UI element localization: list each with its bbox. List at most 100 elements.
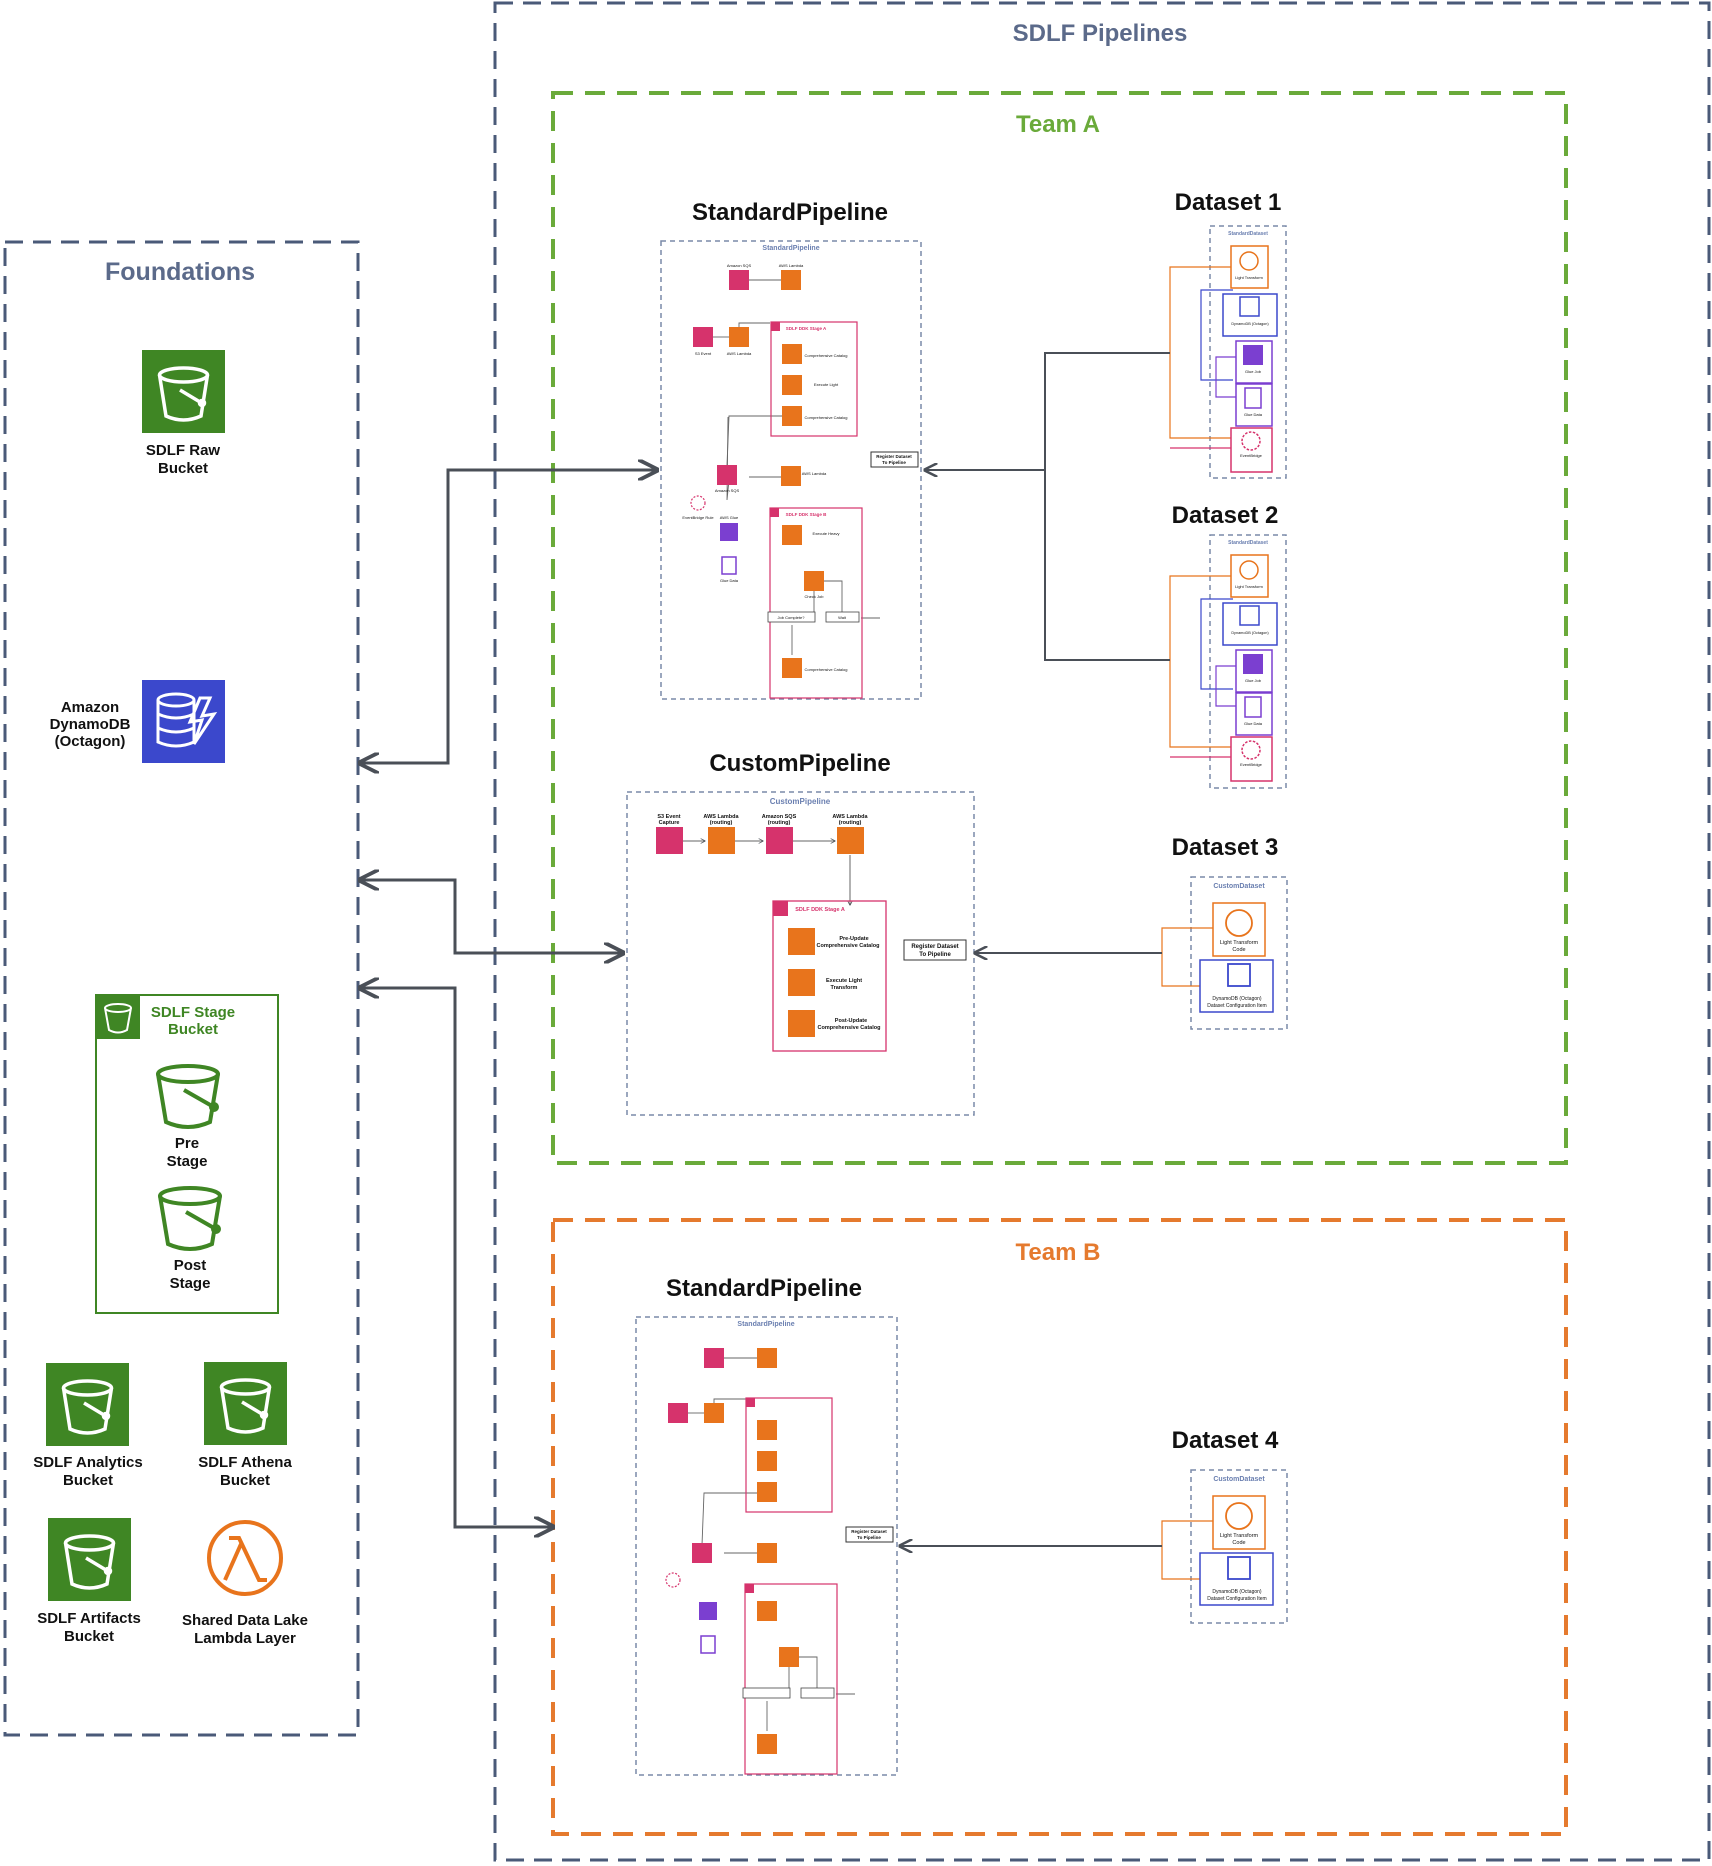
- pre-stage-label-1: Pre: [175, 1135, 199, 1152]
- analytics-bucket[interactable]: [46, 1363, 129, 1446]
- light-transform-code-box: [1230, 554, 1269, 598]
- dynamodb-item-icon: [1239, 296, 1260, 317]
- post-update-label: Comprehensive Catalog: [805, 415, 848, 420]
- glue-catalog-icon: [700, 1635, 716, 1654]
- job-complete-box: [767, 611, 816, 623]
- custom-lambda2-label-1: AWS Lambda: [832, 814, 868, 820]
- stage-b-box: [769, 507, 863, 699]
- lambda-icon: [788, 1010, 815, 1037]
- custom-s3-event-label-2: Capture: [659, 820, 680, 826]
- glue-job-label: AWS Glue: [720, 515, 739, 520]
- eventbridge-label: EventBridge Rule: [682, 515, 714, 520]
- check-status-label: Check Job: [805, 594, 825, 599]
- dynamodb-item-icon: [1227, 963, 1251, 987]
- artifacts-bucket[interactable]: [48, 1518, 131, 1601]
- glue-job-icon: [1243, 345, 1263, 365]
- lambda-icon: [708, 827, 735, 854]
- dataset-1-box-label: StandardDataset: [1228, 231, 1268, 237]
- dataset-2-title: Dataset 2: [1172, 502, 1279, 529]
- dataset-2[interactable]: Dataset 2 StandardDataset Light Transfor…: [1169, 502, 1287, 789]
- raw-bucket[interactable]: [142, 350, 225, 433]
- team-a-title: Team A: [1016, 111, 1100, 138]
- glue-catalog-icon: [721, 556, 737, 575]
- stage-bucket-group[interactable]: SDLF Stage Bucket Pre Stage Post Stage: [95, 994, 279, 1314]
- standard-pipeline-box: [660, 240, 922, 700]
- lambda-layer-label-2: Lambda Layer: [194, 1630, 296, 1647]
- foundations-group: Foundations SDLF Raw Bucket Amazon Dynam…: [3, 240, 360, 1737]
- lambda-icon: [788, 928, 815, 955]
- dynamodb-table[interactable]: [142, 680, 225, 763]
- dataset-3[interactable]: Dataset 3 CustomDataset Light Transform …: [1161, 834, 1288, 1030]
- ds1-dynamo-label: DynamoDB (Octagon): [1231, 322, 1269, 326]
- glue-job-icon: [720, 523, 738, 541]
- athena-bucket[interactable]: [204, 1362, 287, 1445]
- dataset-2-box-label: StandardDataset: [1228, 540, 1268, 546]
- team-a-standard-pipeline[interactable]: StandardPipeline StandardPipeline SDLF D…: [660, 199, 922, 700]
- job-complete-label: Job Complete?: [778, 615, 806, 620]
- dynamodb-label-2: DynamoDB: [50, 716, 131, 733]
- glue-catalog-icon: [1244, 696, 1262, 718]
- team-a-custom-pipeline[interactable]: CustomPipeline CustomPipeline S3 Event C…: [626, 750, 975, 1116]
- glue-catalog-box: [1235, 692, 1273, 736]
- ds3-light-label-2: Code: [1232, 947, 1245, 953]
- dataset-1[interactable]: Dataset 1 StandardDataset Light Transfor…: [1169, 189, 1287, 479]
- raw-bucket-label-1: SDLF Raw: [146, 442, 221, 459]
- dataset-3-box: [1190, 876, 1288, 1030]
- team-b-register-label-1: Register Dataset: [851, 1529, 887, 1534]
- ds2-glue-job-label: Glue Job: [1245, 678, 1262, 683]
- post-stage-label-1: Post: [174, 1257, 207, 1274]
- custom-lambda1-label-2: (routing): [710, 820, 733, 826]
- ds2-glue-catalog-label: Glue Data: [1244, 721, 1263, 726]
- job-complete-box: [742, 1687, 791, 1699]
- sqs-mid-label: Amazon SQS: [715, 488, 740, 493]
- lambda-icon: [1239, 560, 1259, 580]
- sqs-icon: [729, 270, 749, 290]
- lambda-icon: [804, 571, 824, 591]
- lambda-route-label: AWS Lambda: [727, 351, 752, 356]
- s3-event-label: S3 Event: [695, 351, 712, 356]
- team-b-stage-a-box: [745, 1397, 833, 1513]
- lambda-icon: [757, 1348, 777, 1368]
- lambda-layer[interactable]: [207, 1520, 283, 1596]
- athena-label-2: Bucket: [220, 1472, 270, 1489]
- team-b-pipeline-box-label: StandardPipeline: [737, 1321, 794, 1328]
- standard-pipeline-title: StandardPipeline: [692, 199, 888, 226]
- sqs-icon: [692, 1543, 712, 1563]
- team-b-stage-b-icon: [745, 1584, 754, 1593]
- lambda-icon: [729, 327, 749, 347]
- ds1-glue-catalog-label: Glue Data: [1244, 412, 1263, 417]
- dataset-4-box-label: CustomDataset: [1213, 1476, 1265, 1483]
- lambda-top-label: AWS Lambda: [779, 263, 804, 268]
- team-b-pipeline-box: [635, 1316, 898, 1776]
- post-stage-bucket-icon: [158, 1186, 222, 1251]
- custom-pre-update-label-1: Pre-Update: [839, 936, 868, 942]
- dataset-3-box-label: CustomDataset: [1213, 883, 1265, 890]
- ds1-eventbridge-label: EventBridge: [1240, 453, 1263, 458]
- eventbridge-icon: [1241, 740, 1261, 760]
- wait-box: [825, 611, 860, 623]
- light-transform-code-box: [1212, 902, 1266, 957]
- dynamodb-item-icon: [1227, 1556, 1251, 1580]
- custom-pipeline-title: CustomPipeline: [709, 750, 890, 777]
- lambda-icon: [781, 270, 801, 290]
- glue-job-icon: [1243, 654, 1263, 674]
- dataset-4[interactable]: Dataset 4 CustomDataset Light Transform …: [1161, 1427, 1288, 1624]
- stage-bucket-border: [95, 994, 279, 1314]
- team-b-standard-pipeline[interactable]: StandardPipeline StandardPipeline: [635, 1275, 898, 1776]
- dataset-4-title: Dataset 4: [1172, 1427, 1279, 1454]
- lambda-icon: [757, 1543, 777, 1563]
- ds4-dynamo-label-1: DynamoDB (Octagon): [1212, 1589, 1262, 1595]
- ds4-dynamo-label-2: Dataset Configuration Item: [1207, 1596, 1266, 1602]
- stage-a-box: [770, 321, 858, 437]
- dataset-2-box: [1209, 534, 1287, 789]
- standard-pipeline-box-label: StandardPipeline: [762, 245, 819, 252]
- s3-event-icon: [656, 827, 683, 854]
- team-b-register-label-2: To Pipeline: [857, 1535, 881, 1540]
- eventbridge-icon: [690, 495, 706, 511]
- s3-event-icon: [668, 1403, 688, 1423]
- lambda-icon: [704, 1403, 724, 1423]
- glue-catalog-box: [1235, 383, 1273, 427]
- team-b-pipeline-title: StandardPipeline: [666, 1275, 862, 1302]
- dynamodb-icon: [142, 680, 225, 763]
- ds4-light-label-1: Light Transform: [1220, 1533, 1259, 1539]
